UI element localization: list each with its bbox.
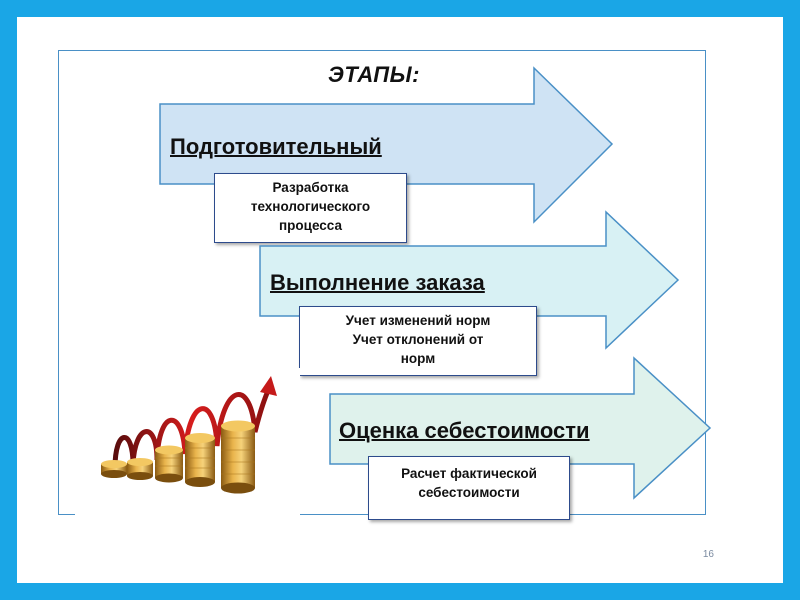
stage-detail-3-line-2: себестоимости [418,485,520,500]
stage-detail-2-line-1: Учет изменений норм [345,313,491,328]
stage-detail-1-line-1: Разработка [272,180,349,195]
growth-coins-illustration [75,368,300,518]
page-number: 16 [702,549,714,560]
stage-detail-1-line-3: процесса [279,218,342,233]
stage-detail-2-line-2: Учет отклонений от [352,332,484,347]
stage-detail-3-line-1: Расчет фактической [401,466,537,481]
stage-label-3: Оценка себестоимости [339,418,590,443]
stage-detail-3: Расчет фактической себестоимости [368,456,570,520]
stage-detail-2-line-3: норм [400,351,436,366]
stage-detail-1-line-2: технологического [250,199,371,214]
stage-label-2: Выполнение заказа [270,270,485,295]
coins-graphic [101,376,277,494]
stage-label-1: Подготовительный [170,134,382,159]
stage-detail-1: Разработка технологического процесса [214,173,407,243]
stage-detail-2: Учет изменений норм Учет отклонений от н… [299,306,537,376]
stages-title: ЭТАПЫ: [328,62,420,87]
